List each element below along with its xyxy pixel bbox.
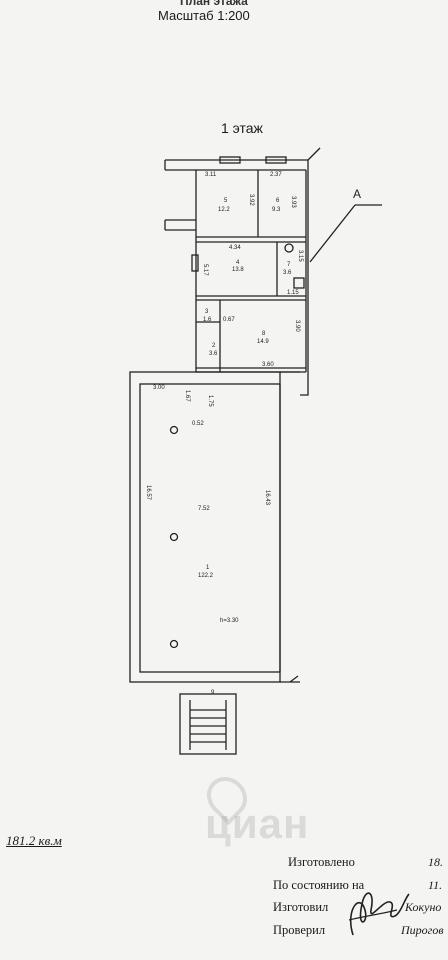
- upper-block-east-wall: [165, 159, 309, 396]
- break-mark: [289, 675, 299, 683]
- as-of-label: По состоянию на: [273, 878, 365, 892]
- window-top-1: [219, 156, 241, 164]
- as-of-value: 11.: [428, 878, 443, 892]
- produced-label: Изготовлено: [288, 855, 355, 869]
- made-by-value: Кокуно: [405, 900, 442, 914]
- total-area: 181.2 кв.м: [6, 833, 62, 848]
- dim-4-34: 4.34: [229, 245, 241, 251]
- floor-title: 1 этаж: [221, 120, 263, 136]
- dim-3-90: 3.90: [294, 320, 300, 332]
- column-2: [169, 532, 179, 542]
- dim-2-37: 2.37: [270, 172, 282, 178]
- room-1-number: 1: [206, 565, 210, 571]
- window-top-2: [265, 156, 287, 164]
- room-2-area: 3.6: [209, 351, 218, 357]
- room-2-number: 2: [212, 343, 216, 349]
- produced-value: 18.: [428, 855, 443, 869]
- room-1-height: h=3.30: [220, 618, 239, 624]
- dim-1-67: 1.67: [184, 390, 190, 402]
- room-1-area: 122.2: [198, 573, 214, 579]
- dim-3-92: 3.92: [248, 194, 254, 206]
- dim-1-15: 1.15: [287, 290, 299, 296]
- room-5-number: 5: [224, 198, 228, 204]
- plan-title-partial: План этажа: [180, 0, 248, 8]
- column-3: [169, 639, 179, 649]
- window-west: [191, 254, 199, 272]
- made-by-label: Изготовил: [273, 900, 329, 914]
- main-hall-inner: [139, 383, 281, 673]
- sink-fixture: [293, 277, 305, 289]
- watermark-text: циан: [205, 800, 310, 847]
- room-5-area: 12.2: [218, 207, 230, 213]
- checked-by-label: Проверил: [273, 923, 326, 937]
- dim-5-17: 5.17: [202, 264, 208, 276]
- dim-16-57: 16.57: [145, 485, 151, 501]
- dim-3-15: 3.15: [297, 250, 303, 262]
- scale-label: Масштаб 1:200: [158, 8, 250, 23]
- dim-0-67: 0.67: [223, 317, 235, 323]
- dim-3-60: 3.60: [262, 362, 274, 368]
- axis-leader: [309, 204, 356, 263]
- dim-16-43: 16.43: [264, 490, 270, 506]
- room-8-area: 14.9: [257, 339, 269, 345]
- dim-1-75: 1.75: [207, 395, 213, 407]
- dim-3-00: 3.00: [153, 385, 165, 391]
- dim-7-52: 7.52: [198, 506, 210, 512]
- column-1: [169, 425, 179, 435]
- room-7-number: 7: [287, 262, 291, 268]
- room-4-number: 4: [236, 260, 240, 266]
- toilet-fixture: [284, 243, 294, 253]
- room-4-area: 13.8: [232, 267, 244, 273]
- room-8-number: 8: [262, 331, 266, 337]
- wall-break-mark: [307, 147, 321, 161]
- dim-3-11: 3.11: [205, 172, 217, 178]
- room-6-number: 6: [276, 198, 280, 204]
- checked-by-value: Пирогов: [401, 923, 444, 937]
- dim-3-93: 3.93: [290, 196, 296, 208]
- room-6-area: 9.3: [272, 207, 281, 213]
- signature: [348, 892, 410, 936]
- axis-label: A: [353, 187, 361, 201]
- room-3-area: 1.6: [203, 317, 212, 323]
- dim-0-52: 0.52: [192, 421, 204, 427]
- room-3-number: 3: [205, 309, 209, 315]
- entrance-stairs: [179, 693, 237, 755]
- dim-9: 9: [211, 690, 215, 696]
- room-7-area: 3.6: [283, 270, 292, 276]
